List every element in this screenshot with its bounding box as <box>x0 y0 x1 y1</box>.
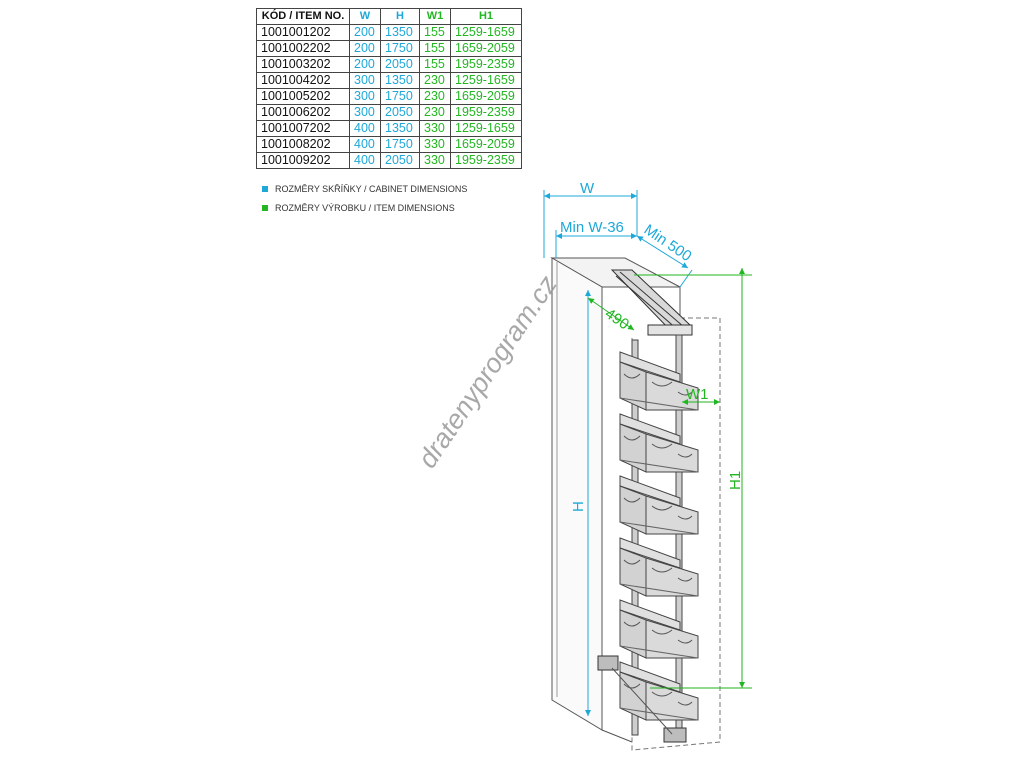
basket <box>619 661 699 721</box>
basket <box>619 413 699 473</box>
cell-h1: 1259-1659 <box>450 24 522 41</box>
item-color-swatch <box>262 205 268 211</box>
basket-stack <box>619 351 699 721</box>
label-h1: H1 <box>727 471 744 490</box>
basket <box>619 537 699 597</box>
cell-h: 1750 <box>380 88 420 105</box>
cell-h1: 1659-2059 <box>450 88 522 105</box>
cell-w1: 155 <box>419 40 451 57</box>
cell-w1: 330 <box>419 152 451 169</box>
cell-item-no: 1001004202 <box>256 72 350 89</box>
cell-item-no: 1001005202 <box>256 88 350 105</box>
cell-h: 2050 <box>380 152 420 169</box>
cell-h: 2050 <box>380 56 420 73</box>
label-w: W <box>580 180 595 197</box>
basket <box>619 351 699 411</box>
top-slide-rail <box>610 269 693 336</box>
cell-item-no: 1001008202 <box>256 136 350 153</box>
item-dimensions <box>587 268 752 689</box>
legend-item-text: ROZMĚRY VÝROBKU / ITEM DIMENSIONS <box>275 203 455 213</box>
cell-w1: 230 <box>419 88 451 105</box>
cell-w: 400 <box>349 120 381 137</box>
basket <box>619 475 699 535</box>
label-min-w: Min W-36 <box>560 219 624 236</box>
watermark-text: dratenyprogram.cz <box>412 270 563 474</box>
cell-item-no: 1001009202 <box>256 152 350 169</box>
legend-cabinet-text: ROZMĚRY SKŘÍŇKY / CABINET DIMENSIONS <box>275 184 468 194</box>
label-h: H <box>570 501 587 512</box>
cabinet-dimensions <box>543 190 693 716</box>
cell-h1: 1959-2359 <box>450 152 522 169</box>
cell-h1: 1659-2059 <box>450 40 522 57</box>
cell-w1: 230 <box>419 72 451 89</box>
cell-h1: 1959-2359 <box>450 104 522 121</box>
cell-w1: 155 <box>419 24 451 41</box>
cell-h: 1750 <box>380 136 420 153</box>
cell-w1: 230 <box>419 104 451 121</box>
label-depth: 490 <box>602 305 632 333</box>
label-w1: W1 <box>686 386 709 403</box>
cell-h1: 1659-2059 <box>450 136 522 153</box>
cell-h1: 1259-1659 <box>450 72 522 89</box>
legend-item-dimensions: ROZMĚRY VÝROBKU / ITEM DIMENSIONS <box>262 203 455 213</box>
basket <box>619 599 699 659</box>
legend-cabinet-dimensions: ROZMĚRY SKŘÍŇKY / CABINET DIMENSIONS <box>262 184 467 194</box>
bottom-runner <box>597 655 687 743</box>
cabinet-color-swatch <box>262 186 268 192</box>
table-header-row: KÓD / ITEM NO. W H W1 H1 <box>256 8 522 25</box>
cell-w: 400 <box>349 152 381 169</box>
